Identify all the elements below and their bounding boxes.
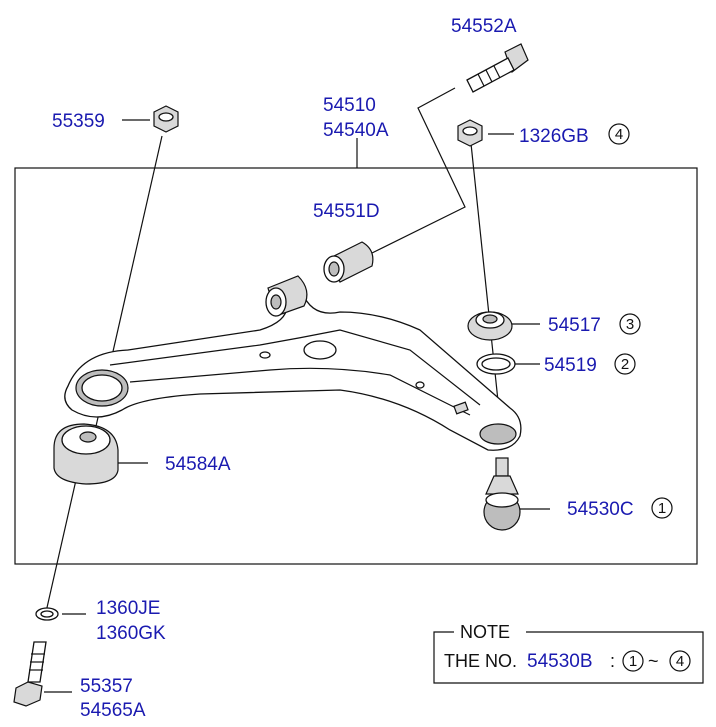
bolt-54552A-icon: [466, 43, 529, 93]
marker-1-54530C: 1: [651, 497, 673, 519]
bolt-55357-icon: [13, 641, 47, 707]
ball-joint-54530C-icon: [483, 457, 521, 531]
label-54551D: 54551D: [313, 201, 380, 222]
marker-3-54517: 3: [619, 313, 641, 335]
label-54565A: 54565A: [80, 700, 146, 721]
label-1360GK: 1360GK: [96, 623, 166, 644]
note-box: NOTE THE NO. 54530B : 1 ~ 4: [433, 622, 704, 684]
washer-1360JE-icon: [35, 607, 59, 621]
note-range-from: 1: [629, 653, 637, 670]
marker-4-1326GB: 4: [608, 123, 630, 145]
dust-cover-54517-icon: [467, 311, 513, 341]
svg-text:2: 2: [621, 356, 629, 373]
label-1360JE: 1360JE: [96, 598, 160, 619]
note-prefix: THE NO.: [444, 651, 517, 671]
control-arm-body: [64, 275, 522, 451]
note-colon: :: [610, 651, 615, 671]
marker-2-54519: 2: [614, 353, 636, 375]
note-tilde: ~: [648, 651, 659, 671]
svg-text:1: 1: [658, 500, 666, 517]
nut-55359-icon: [153, 105, 179, 133]
svg-text:4: 4: [615, 126, 623, 143]
label-1326GB: 1326GB: [519, 126, 589, 147]
svg-text:3: 3: [626, 316, 634, 333]
bushing-54584A-icon: [53, 423, 119, 485]
label-55359: 55359: [52, 111, 105, 132]
label-54510: 54510: [323, 95, 376, 116]
label-54552A: 54552A: [451, 16, 517, 37]
label-54519: 54519: [544, 355, 597, 376]
label-54540A: 54540A: [323, 120, 389, 141]
bushing-54551D-icon: [323, 241, 374, 283]
label-55357: 55357: [80, 676, 133, 697]
assembly-frame: [14, 167, 698, 565]
label-54584A: 54584A: [165, 454, 231, 475]
ring-54519-icon: [476, 353, 516, 375]
nut-1326GB-icon: [457, 119, 483, 147]
note-part-number: 54530B: [527, 651, 593, 672]
note-range-to: 4: [676, 653, 684, 670]
note-title: NOTE: [460, 622, 510, 642]
label-54517: 54517: [548, 315, 601, 336]
label-54530C: 54530C: [567, 499, 634, 520]
